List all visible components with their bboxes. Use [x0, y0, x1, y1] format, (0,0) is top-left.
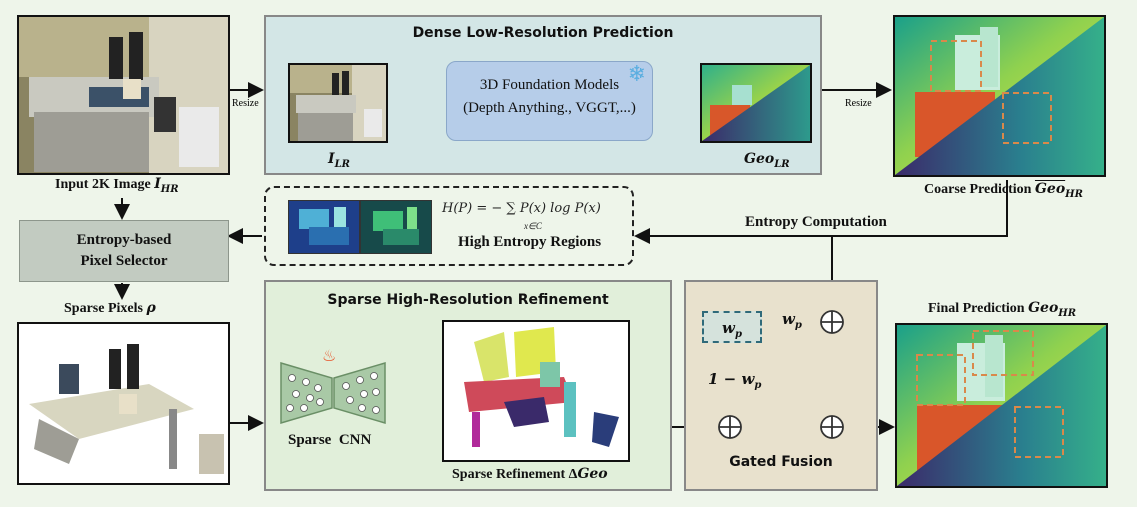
sparse-panel: Sparse High-Resolution Refinement ♨ Spar…: [264, 280, 672, 491]
final-image: [895, 323, 1108, 488]
resize-label-right: Resize: [845, 98, 872, 109]
geolr-label: GeoLR: [744, 151, 790, 170]
gated-fusion-panel: wp wp 1 − wp Gated Fusion: [684, 280, 878, 491]
ilr-image: [288, 63, 388, 143]
entropy-formula-sub: x∈C: [524, 221, 542, 231]
flame-icon: ♨: [322, 346, 337, 365]
dense-panel: Dense Low-Resolution Prediction ILR ❄ 3D…: [264, 15, 822, 175]
sparse-refinement-label: Sparse Refinement ΔGeo: [452, 466, 608, 482]
sparse-pixels-caption: Sparse Pixels ρ: [64, 300, 156, 316]
foundation-model-box: ❄ 3D Foundation Models (Depth Anything.,…: [446, 61, 653, 141]
pixel-selector-box: Entropy-based Pixel Selector: [19, 220, 229, 282]
entropy-map-1: [288, 200, 360, 254]
entropy-computation-label: Entropy Computation: [745, 214, 887, 230]
one-minus-wp-label: 1 − wp: [708, 370, 762, 391]
sparse-panel-title: Sparse High-Resolution Refinement: [327, 292, 609, 308]
resize-label-left: Resize: [232, 98, 259, 109]
model-line-1: 3D Foundation Models: [479, 77, 620, 93]
selector-line-1: Entropy-based: [76, 232, 172, 248]
entropy-box: H(P) = − ∑ P(x) log P(x) x∈C High Entrop…: [264, 186, 634, 266]
model-line-2: (Depth Anything., VGGT,...): [463, 100, 636, 116]
high-entropy-label: High Entropy Regions: [458, 234, 602, 250]
sparse-cnn-shape: [280, 362, 386, 424]
dense-panel-title: Dense Low-Resolution Prediction: [412, 25, 674, 41]
entropy-formula: H(P) = − ∑ P(x) log P(x): [442, 201, 601, 216]
wp-label: wp: [722, 319, 742, 340]
gated-fusion-title: Gated Fusion: [729, 454, 833, 470]
snowflake-icon: ❄: [627, 62, 646, 87]
wp-arrow-label: wp: [782, 310, 802, 331]
sparse-pixels-image: [17, 322, 230, 485]
ilr-label: ILR: [328, 151, 350, 170]
final-caption: Final Prediction GeoHR: [928, 300, 1077, 319]
wp-box: wp: [702, 311, 762, 343]
sparse-cnn-label: Sparse CNN: [288, 432, 372, 448]
input-caption: Input 2K Image IHR: [55, 176, 179, 195]
coarse-image: [893, 15, 1106, 177]
coarse-caption: Coarse Prediction GeoHR: [924, 181, 1083, 200]
sparse-refinement-image: [442, 320, 630, 462]
input-image: [17, 15, 230, 175]
entropy-map-2: [360, 200, 432, 254]
arrow-coarse-to-entropy: [634, 180, 1008, 244]
geolr-image: [700, 63, 812, 143]
selector-line-2: Pixel Selector: [80, 253, 168, 269]
